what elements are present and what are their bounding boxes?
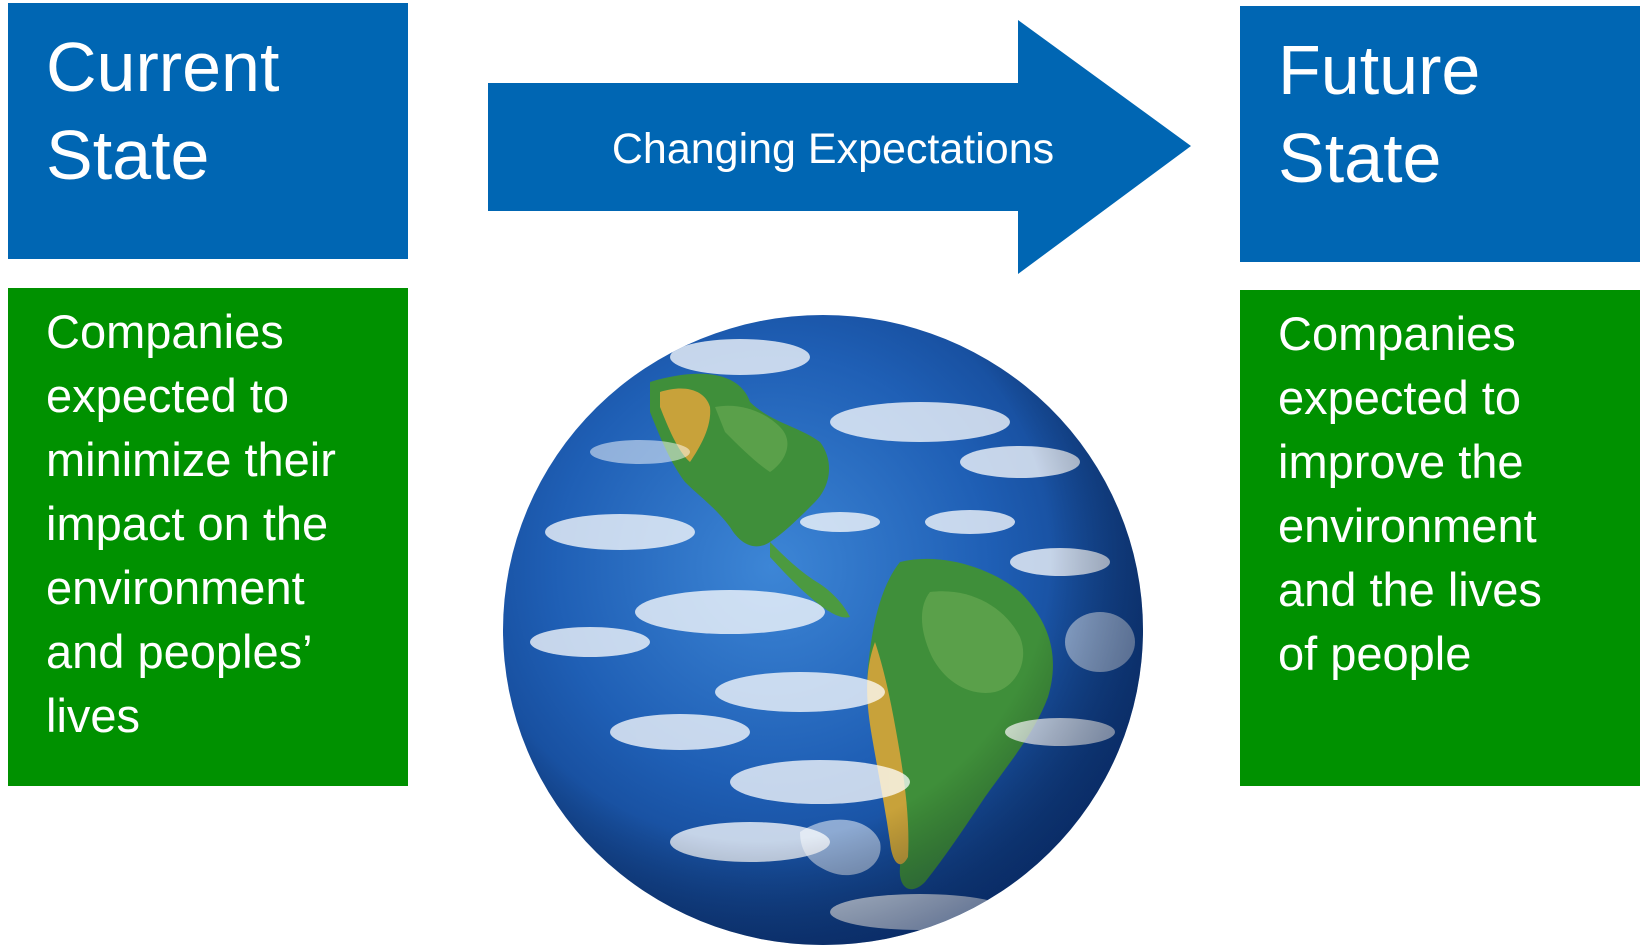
earth-globe-image xyxy=(503,315,1143,945)
future-description-line: Companies xyxy=(1278,307,1516,360)
current-description-line: impact on the xyxy=(46,497,329,550)
current-description-line: and peoples’ xyxy=(46,625,313,678)
current-description-line: minimize their xyxy=(46,433,336,486)
arrow-label: Changing Expectations xyxy=(611,125,1055,173)
future-state-title-line-2: State xyxy=(1278,119,1442,197)
changing-expectations-arrow xyxy=(488,20,1191,274)
current-description-line: environment xyxy=(46,561,305,614)
future-description-line: and the lives xyxy=(1278,563,1542,616)
current-state-title-line-1: Current xyxy=(46,28,280,106)
current-state-description-box: Companies expected to minimize their imp… xyxy=(8,288,408,786)
future-state-description-box: Companies expected to improve the enviro… xyxy=(1240,290,1640,786)
current-state-title-line-2: State xyxy=(46,116,210,194)
future-description-line: of people xyxy=(1278,627,1472,680)
future-description-line: expected to xyxy=(1278,371,1522,424)
current-state-box: Current State xyxy=(8,3,408,259)
future-state-title-line-1: Future xyxy=(1278,31,1481,109)
future-description-line: improve the xyxy=(1278,435,1524,488)
current-description-line: Companies xyxy=(46,305,284,358)
current-description-line: lives xyxy=(46,689,141,742)
current-description-line: expected to xyxy=(46,369,290,422)
future-description-line: environment xyxy=(1278,499,1537,552)
future-state-box: Future State xyxy=(1240,6,1640,262)
